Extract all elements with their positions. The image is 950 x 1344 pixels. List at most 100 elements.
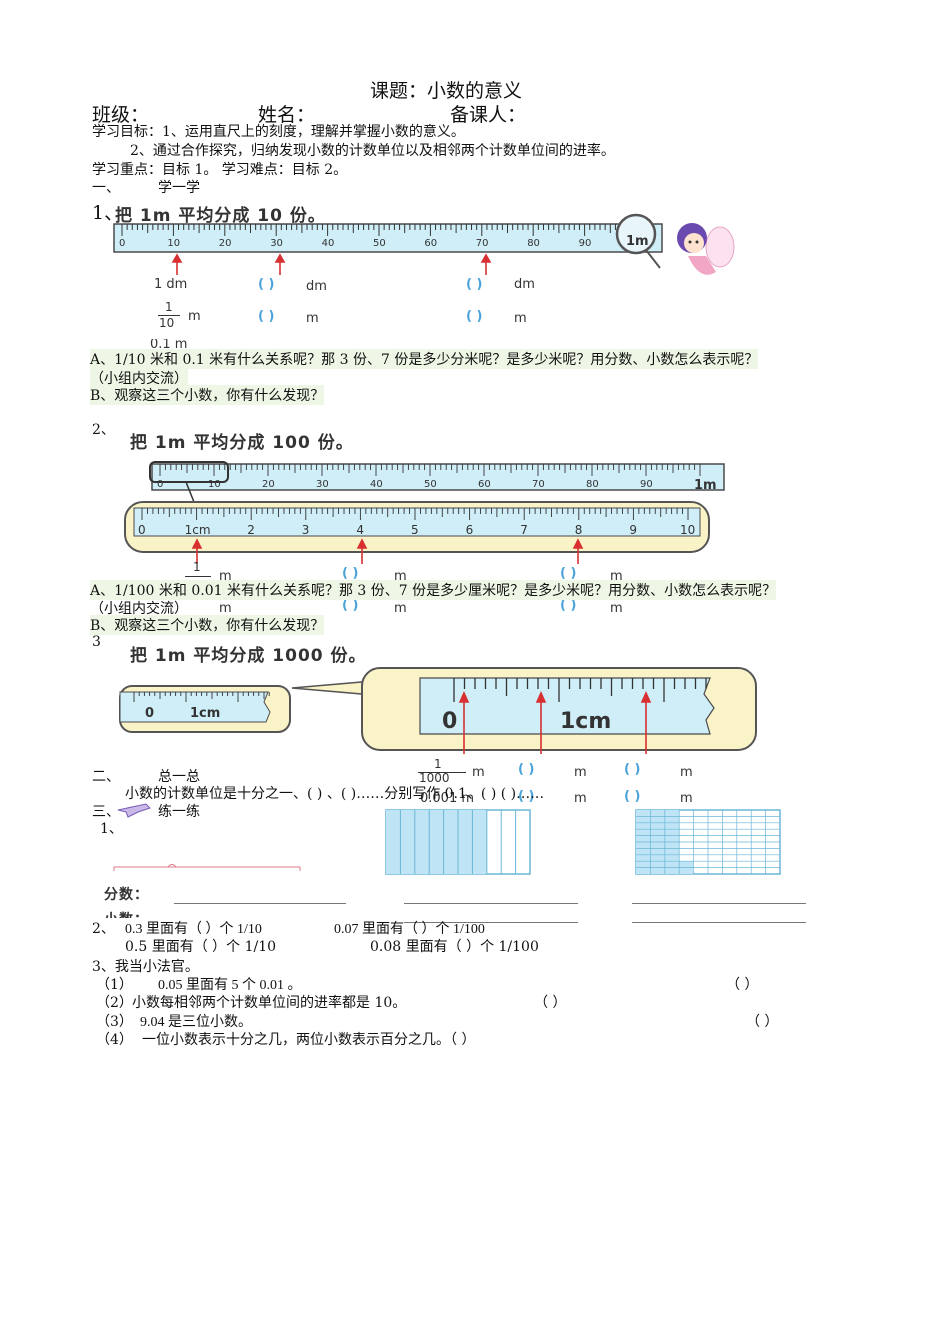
ruler-10-tick-90: 90 [578,238,592,249]
judge-2-paren[interactable]: （ ） [534,995,567,1011]
q3-red-arrows [458,691,652,754]
fraction-answer-label: 分数： [104,887,149,903]
key-points: 学习重点：目标 1。 学习难点：目标 2。 [92,162,348,178]
ruler-10-tick-0: 0 [119,238,126,249]
dm-label-1: 1 dm [154,277,188,292]
decimal-answer-line-3[interactable] [632,922,806,923]
ruler-100-end: 1m [694,478,717,493]
big-ruler-zero: 0 [442,709,458,734]
paren-dm-2: ( ) [258,277,275,292]
zoom-tick-4: 4 [356,523,365,537]
ruler-10-parts [113,223,663,253]
practice-q2-d: 0.08 里面有（ ）个 1/100 [370,939,539,955]
unit-dm-3: dm [514,277,535,292]
section1-title: 学一学 [158,180,200,196]
zoom-tick-8: 8 [574,523,583,537]
fairy-girl-illustration [677,223,735,275]
q2-row2-paren-1: ( ) [342,598,359,613]
ruler-zoom-callout [124,481,710,553]
q3-row2-unit-2: m [680,791,693,806]
fraction-answer-line-3[interactable] [632,903,806,904]
q2-number: 2、 [92,422,115,438]
pink-segment-line [113,864,301,871]
zoom-tick-7: 7 [520,523,528,537]
learning-goal-2: 2、通过合作探究，归纳发现小数的计数单位以及相邻两个计数单位间的进率。 [130,143,615,159]
fraction-answer-line-2[interactable] [404,903,578,904]
zoom-tick-1cm: 1cm [184,523,211,537]
judge-2-number: （2） [96,995,133,1011]
section3-number: 三、 [92,804,120,820]
judge-4-text: 一位小数表示十分之几，两位小数表示百分之几。（ ） [142,1032,476,1048]
ruler-100-tick-80: 80 [586,479,599,490]
section1-number: 一、 [92,180,120,196]
plane-icon [117,803,151,818]
practice-q2-a: 0.3 里面有（ ）个 1/10 [125,922,262,937]
section2-summary: 小数的计数单位是十分之一、( ) 、( )……分别写作 0.1、( ) ( )…… [125,786,545,802]
ruler-100-tick-20: 20 [262,479,275,490]
frac3-denominator: 1000 [419,771,450,785]
q1-question-a-note: （小组内交流） [90,368,188,388]
q1-red-arrows [171,253,492,275]
q3-decimal-row: 0.001 m [420,791,475,806]
paren-m-3: ( ) [466,309,483,324]
frac1-bar [158,315,180,316]
q1-number: 1、 [92,202,124,224]
q1-question-a: A、1/10 米和 0.1 米有什么关系呢？那 3 份、7 份是多少分米呢？是多… [90,349,759,369]
grid-tenths [385,809,531,875]
q3-paren-2: ( ) [624,762,641,777]
practice-q3-title: 3、我当小法官。 [92,959,199,975]
zoom-tick-2: 2 [247,523,255,537]
ruler-10-tick-30: 30 [270,238,283,249]
practice-q2-b: 0.07 里面有（ ）个 1/100 [334,922,485,937]
ruler-1000-small [119,685,291,733]
judge-3-paren[interactable]: （ ） [746,1014,779,1030]
ruler-100-parts [149,461,725,491]
q2-row2-unit-2: m [610,601,623,616]
q2-question-a-note: （小组内交流） [90,601,188,617]
q2-question-b: B、观察这三个小数，你有什么发现？ [90,615,325,635]
judge-1-paren[interactable]: （ ） [726,977,759,993]
ruler-1000-zoom [291,667,757,751]
section3-title: 练一练 [158,804,200,820]
class-label: 班级： [92,104,150,126]
ruler-100-tick-40: 40 [370,479,383,490]
q2-paren-1: ( ) [342,566,359,581]
frac1-denominator: 10 [159,316,175,330]
ruler-10-tick-60: 60 [424,238,438,249]
partial-decimal-row: 0.1 m [150,339,188,348]
decimal-answer-label: 小数： [104,909,149,918]
unit-dm-2: dm [306,279,327,294]
ruler-10-tick-20: 20 [218,238,232,249]
big-ruler-cm: 1cm [560,709,612,734]
frac3-bar [418,772,466,773]
small-ruler-zero: 0 [145,706,155,721]
judge-3-text: 9.04 是三位小数。 [140,1015,252,1030]
decimal-label-clip: 小数： [104,909,149,918]
practice-q2-c: 0.5 里面有（ ）个 1/10 [125,939,277,955]
frac3-numerator: 1 [434,757,442,771]
teacher-label: 备课人： [450,104,527,126]
ruler-100-tick-60: 60 [478,479,491,490]
zoom-tick-10: 10 [680,523,696,537]
q1-caption: 把 1m 平均分成 10 份。 [115,206,326,226]
fraction-answer-line-1[interactable] [174,903,346,904]
q2-row2-paren-2: ( ) [560,598,577,613]
unit-m-2: m [306,311,319,326]
q2-paren-2: ( ) [560,566,577,581]
frac3-unit: m [472,765,485,780]
q3-row2-paren-1: ( ) [518,789,535,804]
ruler-100-tick-10: 10 [208,479,221,490]
partial-row-clip: 0.1 m [150,339,187,348]
ruler-10-tick-70: 70 [475,238,489,249]
q2-caption: 把 1m 平均分成 100 份。 [130,433,354,453]
zoom-tick-3: 3 [301,523,310,537]
q3-paren-1: ( ) [518,762,535,777]
practice-q1-number: 1、 [100,821,123,837]
q1-question-b: B、观察这三个小数，你有什么发现？ [90,385,325,405]
decimal-answer-line-2[interactable] [404,922,578,923]
ruler-100-tick-50: 50 [424,479,437,490]
judge-1-text: 0.05 里面有 5 个 0.01 。 [158,978,302,993]
ruler-10-tick-10: 10 [167,238,181,249]
unit-m-1: m [188,309,201,324]
section2-title: 总一总 [158,769,200,785]
